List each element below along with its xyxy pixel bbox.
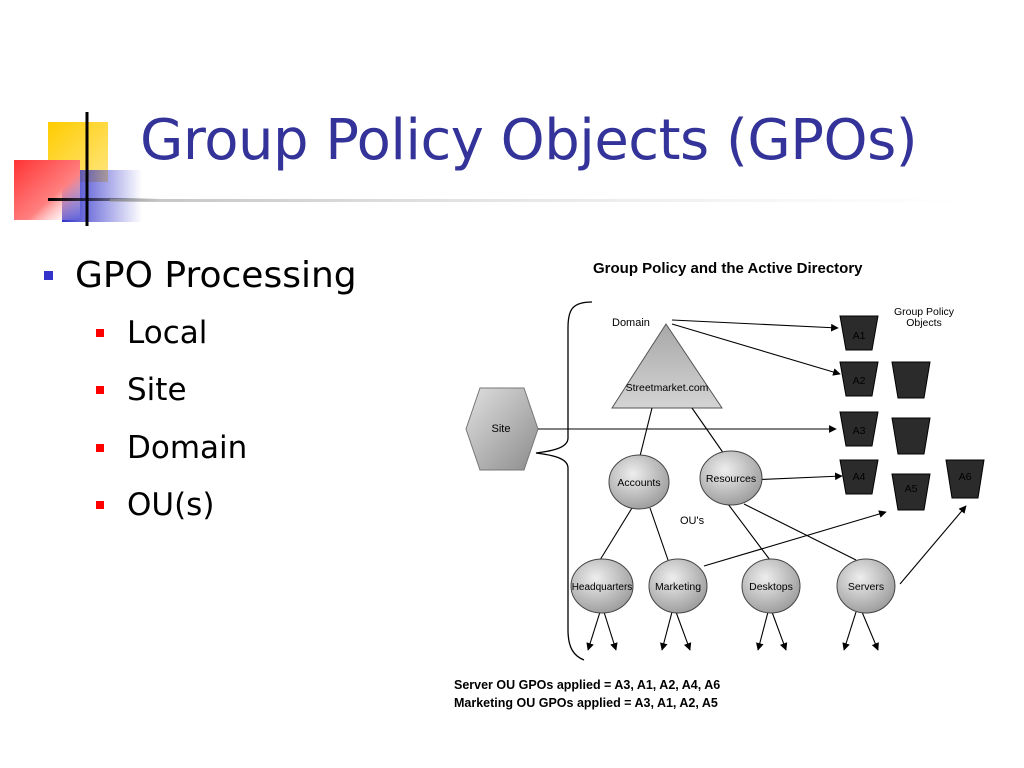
site-hexagon [465, 387, 539, 471]
ou-node-accounts [608, 454, 670, 510]
group-policy-diagram: Group Policy and the Active Directory Gr… [454, 260, 985, 710]
domain-name: Streetmarket.com [626, 382, 709, 394]
gpo-label-a5: A5 [905, 483, 918, 495]
sub-bullet-marker-icon [96, 386, 104, 395]
ou-nodes [570, 450, 896, 614]
ou-node-resources [699, 450, 763, 506]
title-underline [110, 199, 970, 202]
summary-line-2: Marketing OU GPOs applied = A3, A1, A2, … [454, 696, 718, 710]
ou-label-headquarters: Headquarters [572, 582, 633, 593]
sub-bullet-item: Site [96, 362, 357, 420]
ou-node-marketing [648, 558, 708, 614]
gpo-label-a1: A1 [853, 330, 866, 342]
bullet-item: GPO Processing Local Site Domain OU(s) [44, 250, 357, 534]
gpo-a1 [839, 315, 879, 351]
bullet-list: GPO Processing Local Site Domain OU(s) [44, 250, 357, 534]
sub-bullet-marker-icon [96, 328, 104, 337]
ou-label-accounts: Accounts [617, 477, 660, 489]
sub-bullet-item: Local [96, 304, 357, 362]
summary-line-1: Server OU GPOs applied = A3, A1, A2, A4,… [454, 678, 720, 692]
domain-label: Domain [612, 317, 650, 329]
gpo-label-a3: A3 [853, 425, 866, 437]
hierarchy-bracket [535, 301, 593, 661]
gpo-a5 [891, 473, 931, 511]
tree-connectors [599, 407, 857, 561]
gpo-blank-1 [891, 361, 931, 399]
sub-bullet-marker-icon [96, 501, 104, 510]
gpo-a3 [839, 411, 879, 447]
corner-decoration [14, 112, 160, 226]
leaf-arrows [586, 611, 879, 651]
gpo-objects [839, 315, 985, 511]
ou-label-desktops: Desktops [749, 581, 793, 593]
gpo-label-a6: A6 [959, 471, 972, 483]
diagram-title: Group Policy and the Active Directory [593, 260, 863, 277]
sub-bullet-item: OU(s) [96, 477, 357, 535]
gpo-label-a4: A4 [853, 471, 866, 483]
deco-red-square [14, 160, 80, 220]
gpo-label-a2: A2 [853, 375, 866, 387]
gpo-header-line1: Group Policy [894, 306, 955, 318]
domain-triangle [611, 323, 723, 409]
gpo-blank-2 [891, 417, 931, 455]
bullet-text: GPO Processing [75, 254, 357, 296]
ou-caption: OU's [680, 515, 705, 527]
sub-bullet-marker-icon [96, 443, 104, 452]
gpo-a4 [839, 459, 879, 495]
ou-label-resources: Resources [706, 473, 756, 485]
slide-title: Group Policy Objects (GPOs) [140, 108, 918, 173]
sub-bullet-text: Site [127, 372, 187, 409]
sub-bullet-item: Domain [96, 419, 357, 477]
site-label: Site [492, 423, 511, 435]
gpo-a2 [839, 361, 879, 397]
gpo-link-arrows [538, 319, 967, 585]
sub-bullet-text: Local [127, 314, 208, 351]
sub-bullet-list: Local Site Domain OU(s) [96, 304, 357, 534]
ou-node-desktops [741, 558, 801, 614]
ou-node-servers [836, 558, 896, 614]
gpo-a6 [945, 459, 985, 499]
bullet-marker-icon [44, 270, 53, 280]
ou-label-marketing: Marketing [655, 581, 701, 593]
sub-bullet-text: OU(s) [127, 487, 215, 524]
sub-bullet-text: Domain [127, 429, 248, 466]
gpo-header-line2: Objects [906, 317, 942, 329]
ou-label-servers: Servers [848, 581, 884, 593]
ou-node-headquarters [570, 558, 634, 614]
deco-horizontal-line [48, 198, 160, 201]
